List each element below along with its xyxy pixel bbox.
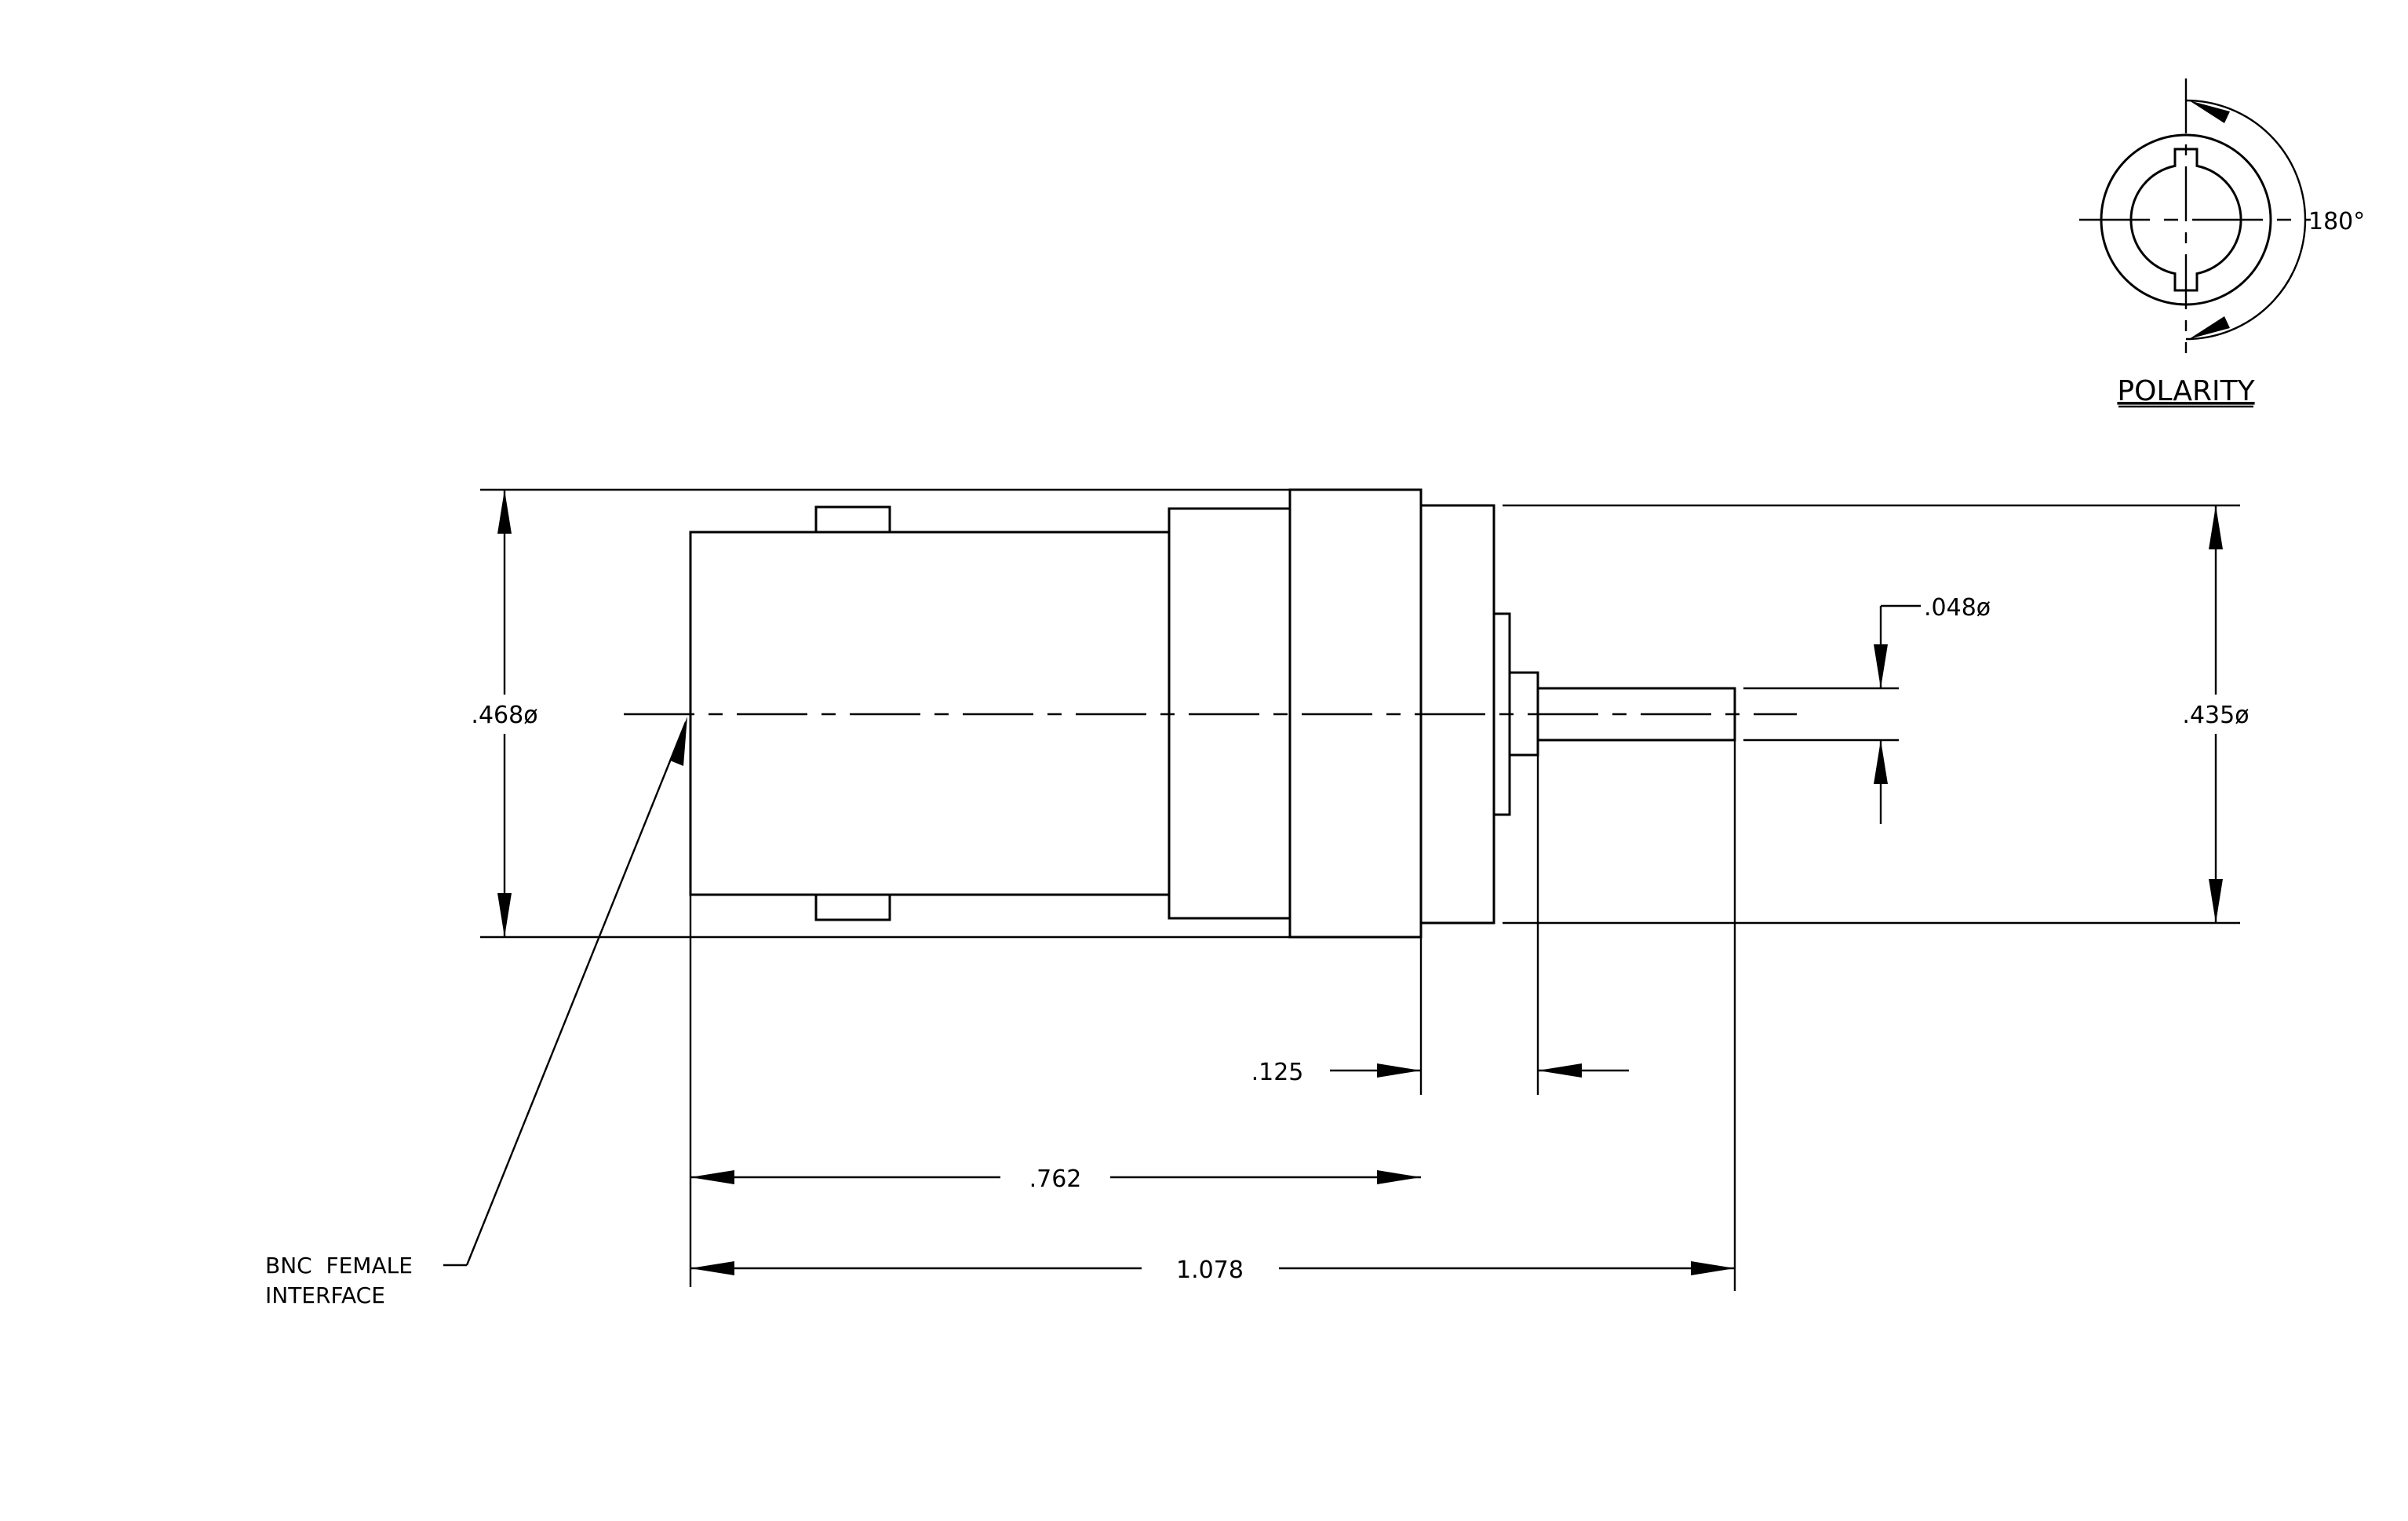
dim-pin-diameter: .048ø <box>1743 594 1991 824</box>
label-overall-diameter: .468ø <box>471 702 537 729</box>
arrow-right-setback <box>1377 1063 1421 1078</box>
polarity-angle-arc <box>2185 99 2307 341</box>
arrow-up-pin-diameter <box>1874 740 1888 784</box>
label-pin-diameter: .048ø <box>1924 594 1991 622</box>
bayonet-pin-bottom <box>814 893 891 921</box>
polarity-view: 180° POLARITY <box>2079 78 2365 408</box>
callout-text-line2: INTERFACE <box>265 1282 385 1308</box>
polarity-arrow-top <box>2189 100 2230 123</box>
arrow-right-overall-length <box>1691 1261 1735 1275</box>
polarity-angle-label: 180° <box>2308 208 2365 235</box>
arrow-up-overall-diameter <box>497 490 512 534</box>
bayonet-pin-top <box>814 505 891 534</box>
bnc-interface-callout: BNC FEMALE INTERFACE <box>265 717 687 1308</box>
callout-leader <box>465 721 687 1266</box>
dim-overall-length: 1.078 <box>690 740 1736 1291</box>
dim-rear-diameter: .435ø <box>1503 504 2250 925</box>
arrow-left-body-length <box>690 1170 734 1184</box>
arrow-left-overall-length <box>690 1261 734 1275</box>
polarity-inner-circle-keyed <box>2129 148 2242 292</box>
arrow-down-pin-diameter <box>1874 644 1888 688</box>
dim-pin-setback: .125 <box>1251 755 1629 1095</box>
arrow-left-setback <box>1538 1063 1582 1078</box>
dim-body-length: .762 <box>689 895 1421 1287</box>
connector-body <box>624 488 1797 939</box>
label-body-length: .762 <box>1029 1165 1082 1193</box>
label-overall-length: 1.078 <box>1176 1257 1244 1284</box>
label-rear-diameter: .435ø <box>2182 702 2249 729</box>
arrow-right-body-length <box>1377 1170 1421 1184</box>
callout-arrow <box>670 717 687 766</box>
label-pin-setback: .125 <box>1251 1059 1304 1086</box>
callout-text-line1: BNC FEMALE <box>265 1253 413 1278</box>
dim-overall-diameter: .468ø <box>471 488 1290 939</box>
arrow-down-overall-diameter <box>497 893 512 937</box>
arrow-down-rear-diameter <box>2209 879 2223 923</box>
polarity-title: POLARITY <box>2117 375 2255 407</box>
polarity-arrow-bottom <box>2189 316 2230 339</box>
arrow-up-rear-diameter <box>2209 505 2223 549</box>
